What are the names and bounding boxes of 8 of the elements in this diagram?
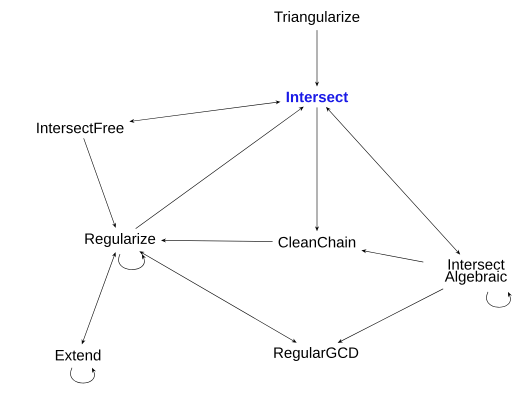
node-label: RegularGCD: [274, 347, 358, 361]
node-label: CleanChain: [278, 236, 356, 248]
node-label: Triangularize: [274, 11, 360, 25]
node-label: Regularize: [85, 233, 156, 247]
node-label: Intersect: [286, 92, 348, 102]
node-label: Extend: [56, 349, 100, 360]
node-label: Intersect Algebraic: [444, 259, 507, 285]
node-label: IntersectFree: [37, 122, 124, 134]
